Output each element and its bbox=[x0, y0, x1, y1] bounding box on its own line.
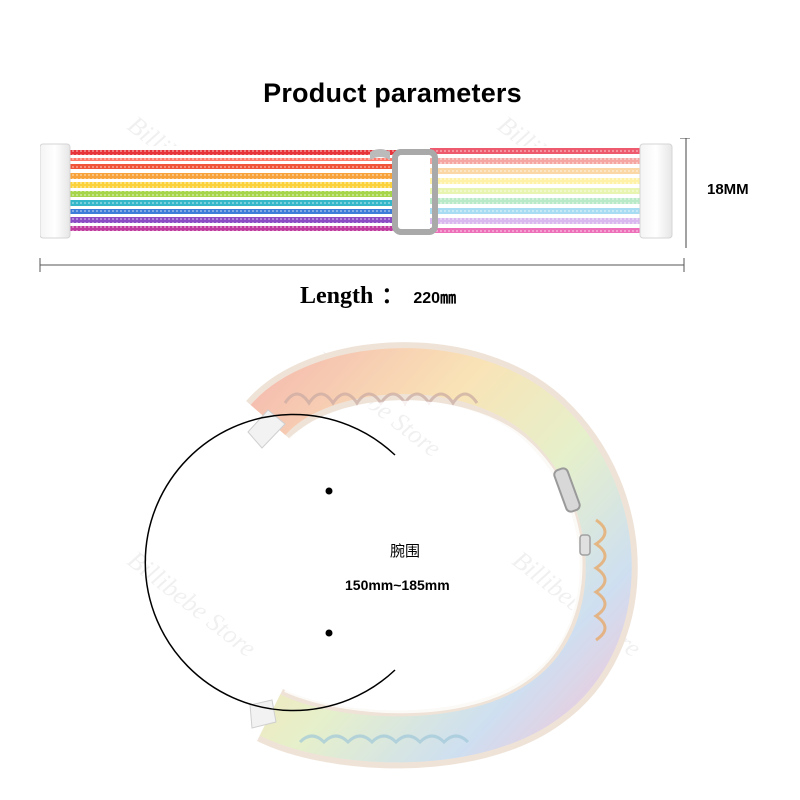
strap-flat-image bbox=[40, 138, 690, 248]
length-value: 220㎜ bbox=[413, 290, 457, 307]
length-colon: ： bbox=[381, 283, 404, 308]
width-dimension-label: 18MM bbox=[707, 181, 749, 198]
length-label: Length bbox=[300, 283, 374, 309]
length-dimension: Length ： 220㎜ bbox=[300, 278, 456, 310]
page-title: Product parameters bbox=[263, 78, 522, 108]
wrist-circumference-range: 150mm~185mm bbox=[345, 577, 450, 593]
length-dimension-line bbox=[39, 258, 685, 272]
wrist-circumference-label: 腕围 bbox=[390, 543, 421, 560]
strap-right-stripes bbox=[430, 146, 642, 236]
strap-left-stripes bbox=[68, 146, 398, 236]
